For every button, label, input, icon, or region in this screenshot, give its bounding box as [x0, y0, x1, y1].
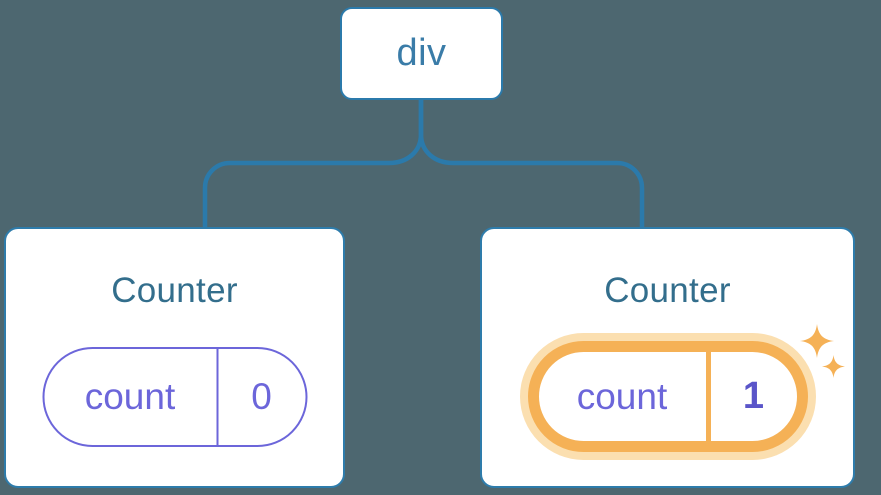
state-pill: count 0 — [42, 347, 307, 447]
state-value: 1 — [742, 375, 765, 417]
component-title: Counter — [604, 271, 731, 310]
connector-branch-left — [202, 100, 424, 228]
root-node-label: div — [396, 32, 447, 74]
component-title: Counter — [111, 271, 238, 310]
component-card-counter-0: Counter count 0 — [4, 227, 345, 488]
state-value-cell: 1 — [711, 352, 797, 441]
state-key-label: count — [576, 375, 668, 417]
state-value: 0 — [251, 376, 272, 417]
sparkle-icon-large — [800, 324, 834, 358]
root-node: div — [340, 7, 503, 100]
state-value-cell: 0 — [218, 349, 305, 445]
state-key-label: count — [84, 376, 176, 417]
component-card-counter-1: Counter count 1 — [480, 227, 855, 488]
connector-branch-right — [418, 100, 645, 228]
state-key-cell: count — [539, 352, 711, 441]
sparkle-icon-small — [822, 355, 845, 378]
state-pill-highlighted: count 1 — [527, 341, 808, 452]
state-key-cell: count — [44, 349, 218, 445]
